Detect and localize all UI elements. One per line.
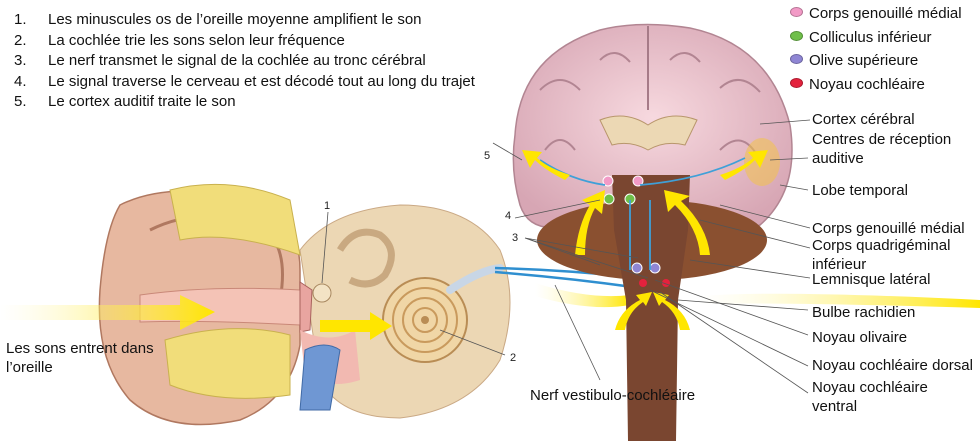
step-item: 1. Les minuscules os de l’oreille moyenne… [14, 10, 475, 31]
legend-swatch [790, 77, 803, 88]
auditory-radiation [539, 157, 746, 270]
semicircular-canals [336, 228, 395, 288]
superior-olive-right [649, 262, 661, 274]
brainstem [612, 175, 690, 441]
marker-1: 1 [324, 200, 331, 212]
legend-item: Noyau cochléaire [790, 73, 962, 97]
signal-arrow-cortex-left [522, 150, 570, 180]
marker-5: 5 [484, 150, 491, 162]
step-item: 3. Le nerf transmet le signal de la cochl… [14, 51, 475, 72]
label-noyau-dorsal: Noyau cochléaire dorsal [812, 357, 973, 374]
legend-label: Olive supérieure [809, 52, 919, 69]
signal-arrow-cortex-right [720, 150, 768, 180]
signal-arrow-bottom-left [615, 292, 652, 330]
label-noyau-ventral: Noyau cochléaire ventral [812, 379, 928, 415]
label-lemnisque: Lemnisque latéral [812, 271, 931, 288]
label-cortex-cerebral: Cortex cérébral [812, 111, 915, 128]
legend-item: Colliculus inférieur [790, 26, 962, 50]
cochlear-nucleus-left [639, 279, 647, 287]
signal-arrow-left [575, 190, 605, 255]
label-nerf-vestibulo-cochleaire: Nerf vestibulo-cochléaire [530, 387, 696, 404]
inferior-colliculus-left [603, 193, 615, 205]
steps-list: 1. Les minuscules os de l’oreille moyenne… [14, 10, 475, 113]
ventricles [599, 115, 698, 151]
label-centres-reception: Centres de réception auditive [812, 131, 952, 167]
step-text: Le cortex auditif traite le son [48, 93, 236, 110]
step-text: Les minuscules os de l’oreille moyenne a… [48, 11, 422, 28]
label-bulbe: Bulbe rachidien [812, 304, 916, 321]
step-number: 4. [14, 72, 27, 90]
legend-swatch [790, 54, 803, 64]
legend-label: Noyau cochléaire [809, 75, 925, 93]
sound-beam-outer [0, 295, 215, 330]
signal-arrow-right [664, 190, 710, 255]
medial-geniculate-right [632, 175, 644, 187]
marker-2: 2 [510, 352, 517, 364]
fatty-tissue-lower [164, 328, 291, 399]
label-noyau-olivaire: Noyau olivaire [812, 329, 908, 346]
legend-swatch [790, 30, 803, 41]
cochlea [382, 277, 468, 363]
step-text: La cochlée trie les sons selon leur fréq… [48, 31, 345, 49]
step-item: 2. La cochlée trie les sons selon leur fr… [14, 31, 475, 52]
step-text: Le nerf transmet le signal de la cochlée… [48, 52, 426, 69]
step-item: 4. Le signal traverse le cerveau et est d… [14, 72, 475, 93]
step-number: 2. [14, 31, 27, 49]
sound-beam-right [700, 293, 980, 308]
marker-4: 4 [505, 210, 512, 222]
brain-coronal-section [512, 23, 980, 441]
sound-beam-nerve [535, 283, 630, 308]
legend-swatch [790, 7, 803, 17]
sound-beam-inner [320, 312, 392, 340]
legend-item: Olive supérieure [790, 49, 962, 73]
signal-arrow-bottom-right [653, 292, 690, 330]
step-item: 5. Le cortex auditif traite le son [14, 92, 475, 113]
legend-item: Corps genouillé médial [790, 2, 962, 26]
legend-label: Corps genouillé médial [809, 5, 962, 22]
leader-lines [321, 119, 811, 394]
legend-label: Colliculus inférieur [809, 28, 932, 46]
label-lobe-temporal: Lobe temporal [812, 182, 908, 199]
step-number: 5. [14, 93, 27, 110]
ossicles [312, 283, 332, 303]
step-number: 3. [14, 52, 27, 69]
gyri [539, 52, 761, 153]
marker-3: 3 [512, 232, 519, 244]
eardrum [299, 281, 313, 333]
medial-geniculate-left [602, 175, 614, 187]
fatty-tissue-upper [169, 183, 301, 256]
label-sound-in: Les sons entrent dans l’oreille [6, 340, 154, 376]
label-corps-genouille: Corps genouillé médial [812, 220, 965, 237]
superior-olive-left [631, 262, 643, 274]
ear-cross-section [0, 183, 511, 426]
legend: Corps genouillé médial Colliculus inféri… [790, 2, 962, 96]
step-text: Le signal traverse le cerveau et est déc… [48, 72, 475, 90]
step-number: 1. [14, 11, 27, 28]
eustachian-tube [299, 344, 341, 411]
label-corps-quadrigeminal: Corps quadrigéminal inférieur [812, 237, 951, 273]
